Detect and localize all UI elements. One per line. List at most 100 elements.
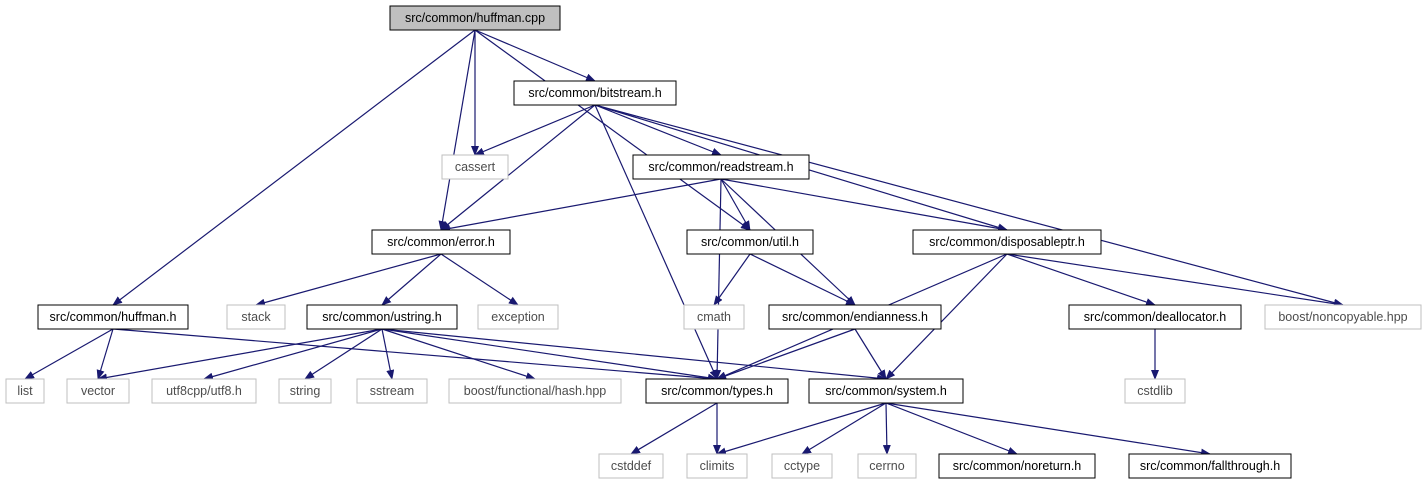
node-label: src/common/bitstream.h [528,86,661,100]
edge-error_h-to-stack [255,253,442,307]
node-label: src/common/readstream.h [648,160,793,174]
edge-huffman_h-to-list [24,328,114,380]
edge-endianness_h-to-system_h [854,328,887,380]
node-box [598,453,664,479]
node-sstream: sstream [356,378,428,404]
node-cassert: cassert [441,154,509,180]
node-label: climits [700,459,735,473]
node-label: src/common/deallocator.h [1084,310,1226,324]
node-box [683,304,745,330]
edge-huffman_cpp-to-huffman_h [112,29,476,306]
node-label: src/common/huffman.h [50,310,177,324]
node-label: src/common/huffman.cpp [405,11,545,25]
edge-ustring_h-to-string [304,328,383,380]
node-box [441,154,509,180]
node-noreturn-h[interactable]: src/common/noreturn.h [938,453,1096,479]
node-box [389,5,561,31]
node-label: src/common/noreturn.h [953,459,1082,473]
node-exception: exception [477,304,559,330]
node-label: src/common/types.h [661,384,773,398]
node-readstream-h[interactable]: src/common/readstream.h [632,154,810,180]
edge-util_h-to-endianness_h [749,253,856,306]
node-box [37,304,189,330]
edge-types_h-to-cstddef [630,402,718,455]
node-huffman-h[interactable]: src/common/huffman.h [37,304,189,330]
node-deallocator-h[interactable]: src/common/deallocator.h [1068,304,1242,330]
edge-bitstream_h-to-noncopyable_hpp [594,104,1344,307]
edge-huffman_h-to-types_h [112,328,718,383]
node-label: cctype [784,459,820,473]
node-endianness-h[interactable]: src/common/endianness.h [768,304,942,330]
node-label: boost/functional/hash.hpp [464,384,607,398]
node-ustring-h[interactable]: src/common/ustring.h [306,304,458,330]
node-label: exception [491,310,545,324]
node-utf8-h: utf8cpp/utf8.h [151,378,257,404]
node-disposableptr-h[interactable]: src/common/disposableptr.h [912,229,1102,255]
node-fallthrough-h[interactable]: src/common/fallthrough.h [1128,453,1292,479]
node-box [1264,304,1422,330]
node-label: src/common/endianness.h [782,310,928,324]
edge-huffman_cpp-to-error_h [438,29,476,231]
node-label: utf8cpp/utf8.h [166,384,242,398]
node-label: boost/noncopyable.hpp [1278,310,1407,324]
node-box [768,304,942,330]
node-list: list [5,378,45,404]
node-label: cmath [697,310,731,324]
node-label: stack [241,310,271,324]
node-box [1124,378,1186,404]
edge-error_h-to-ustring_h [381,253,442,306]
node-label: list [17,384,33,398]
node-label: src/common/ustring.h [322,310,442,324]
edge-readstream_h-to-util_h [720,178,751,231]
edge-ustring_h-to-utf8_h [203,328,383,381]
edge-readstream_h-to-types_h [713,178,722,380]
edge-readstream_h-to-disposableptr_h [720,178,1008,233]
node-box [278,378,332,404]
node-cerrno: cerrno [857,453,917,479]
edge-readstream_h-to-error_h [440,178,722,233]
node-box [1128,453,1292,479]
edge-ustring_h-to-system_h [381,328,887,383]
edge-ustring_h-to-hash_hpp [381,328,536,381]
node-label: vector [81,384,115,398]
edge-system_h-to-noreturn_h [885,402,1018,455]
node-bitstream-h[interactable]: src/common/bitstream.h [513,80,677,106]
node-box [771,453,833,479]
node-types-h[interactable]: src/common/types.h [645,378,789,404]
node-box [1068,304,1242,330]
node-label: cassert [455,160,496,174]
node-climits: climits [686,453,748,479]
node-label: cstddef [611,459,652,473]
edge-util_h-to-cmath [713,253,751,306]
node-stack: stack [226,304,286,330]
node-box [448,378,622,404]
node-box [645,378,789,404]
node-cmath: cmath [683,304,745,330]
node-box [513,80,677,106]
nodes-layer: src/common/huffman.cpp src/common/bitstre… [5,5,1422,479]
node-box [371,229,511,255]
edge-huffman_cpp-to-bitstream_h [474,29,596,82]
node-box [808,378,964,404]
node-system-h[interactable]: src/common/system.h [808,378,964,404]
edge-system_h-to-cctype [801,402,887,455]
node-error-h[interactable]: src/common/error.h [371,229,511,255]
edge-system_h-to-cerrno [882,402,891,455]
edge-disposableptr_h-to-system_h [885,253,1008,380]
edge-ustring_h-to-vector [97,328,383,382]
node-cstddef: cstddef [598,453,664,479]
edge-disposableptr_h-to-noncopyable_hpp [1006,253,1344,308]
node-label: src/common/util.h [701,235,799,249]
node-huffman-cpp[interactable]: src/common/huffman.cpp [389,5,561,31]
node-cstdlib: cstdlib [1124,378,1186,404]
edge-huffman_h-to-vector [96,328,114,380]
node-util-h[interactable]: src/common/util.h [686,229,814,255]
node-box [66,378,130,404]
edge-error_h-to-exception [440,253,519,306]
node-box [912,229,1102,255]
edge-system_h-to-fallthrough_h [885,402,1211,457]
node-box [686,229,814,255]
edge-ustring_h-to-types_h [381,328,718,382]
node-label: sstream [370,384,414,398]
